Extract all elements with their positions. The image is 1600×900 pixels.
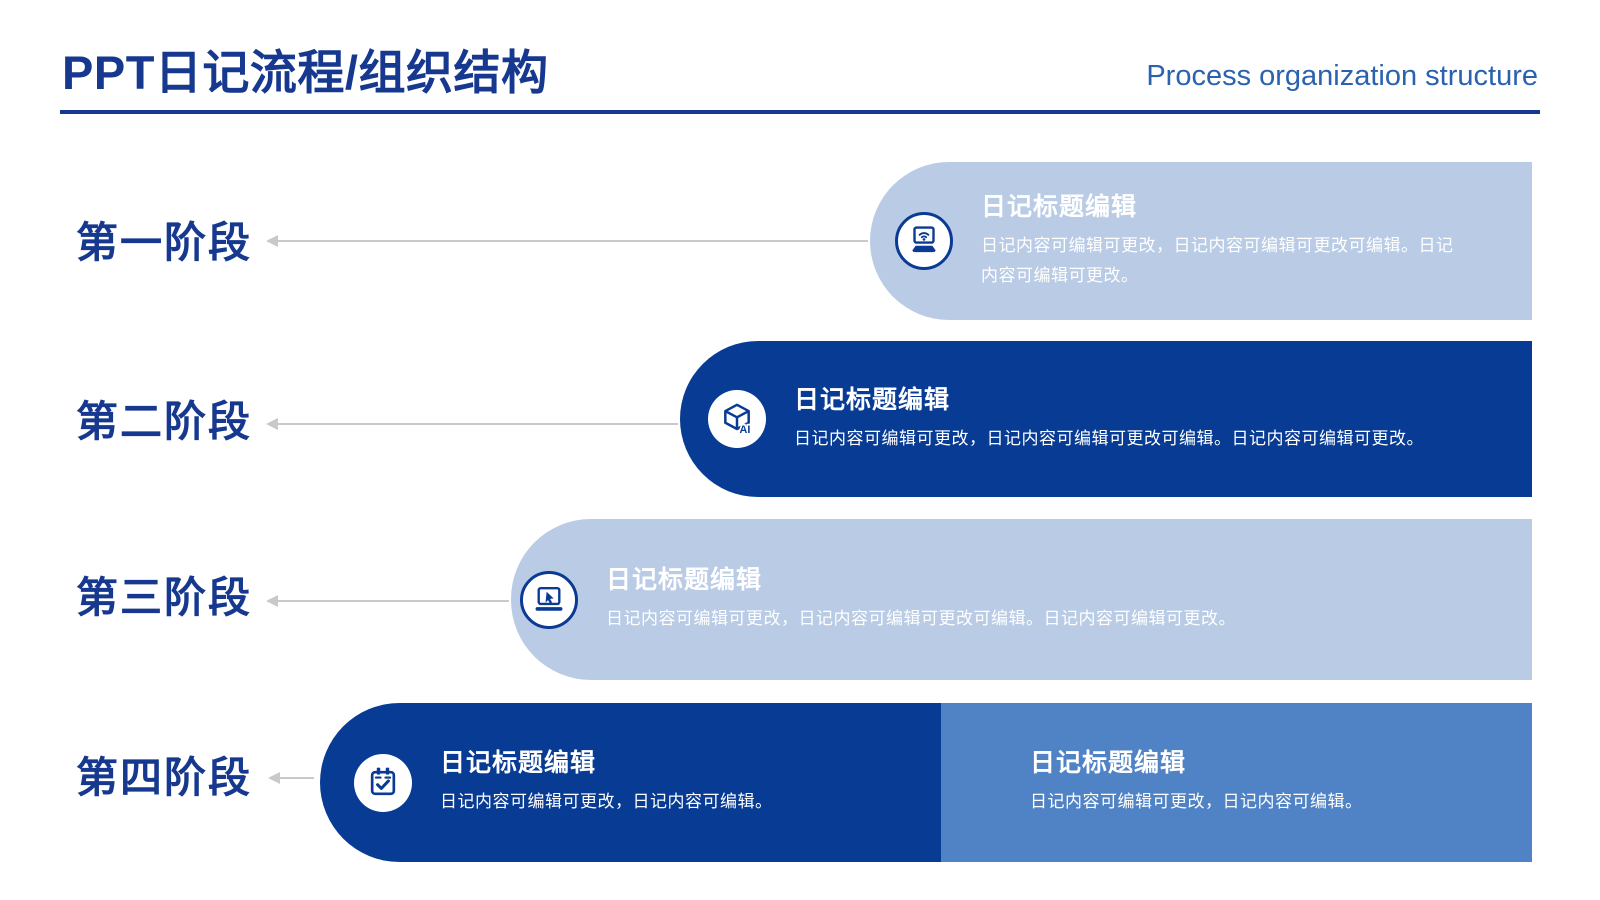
stage3-card-title: 日记标题编辑 xyxy=(606,566,763,595)
laptop-cursor-icon xyxy=(530,581,568,619)
stage3-card-text: 日记标题编辑 日记内容可编辑可更改，日记内容可编辑可更改可编辑。日记内容可编辑可… xyxy=(606,565,1236,633)
stage2-icon-circle: AI xyxy=(708,390,766,448)
stage1-card-body: 日记内容可编辑可更改，日记内容可编辑可更改可编辑。日记内容可编辑可更改。 xyxy=(981,236,1454,285)
stage1-card-text: 日记标题编辑 日记内容可编辑可更改，日记内容可编辑可更改可编辑。日记内容可编辑可… xyxy=(981,192,1459,289)
stage-label-1: 第一阶段 xyxy=(76,219,253,266)
stage4-card-left-text: 日记标题编辑 日记内容可编辑可更改，日记内容可编辑。 xyxy=(440,748,773,816)
stage4-icon-circle xyxy=(354,753,412,812)
stage1-card: 日记标题编辑 日记内容可编辑可更改，日记内容可编辑可更改可编辑。日记内容可编辑可… xyxy=(870,162,1532,320)
stage4-card-right: 日记标题编辑 日记内容可编辑可更改，日记内容可编辑。 xyxy=(941,703,1532,862)
stage3-card-body: 日记内容可编辑可更改，日记内容可编辑可更改可编辑。日记内容可编辑可更改。 xyxy=(606,609,1236,629)
stage1-card-title: 日记标题编辑 xyxy=(981,193,1138,222)
stage-label-2: 第二阶段 xyxy=(76,398,253,445)
stage4-card-right-text: 日记标题编辑 日记内容可编辑可更改，日记内容可编辑。 xyxy=(1030,748,1363,816)
page-subtitle: Process organization structure xyxy=(1146,60,1538,92)
stage1-icon-circle xyxy=(895,212,953,270)
stage2-card-text: 日记标题编辑 日记内容可编辑可更改，日记内容可编辑可更改可编辑。日记内容可编辑可… xyxy=(794,385,1424,453)
stage1-connector-arrow xyxy=(266,235,868,247)
title-divider xyxy=(60,110,1540,114)
stage4-card-left-body: 日记内容可编辑可更改，日记内容可编辑。 xyxy=(440,792,773,812)
stage-label-4: 第四阶段 xyxy=(76,754,253,801)
stage4-card-left-title: 日记标题编辑 xyxy=(440,749,597,778)
stage2-card-body: 日记内容可编辑可更改，日记内容可编辑可更改可编辑。日记内容可编辑可更改。 xyxy=(794,428,1424,448)
svg-text:AI: AI xyxy=(740,424,751,436)
stage3-card: 日记标题编辑 日记内容可编辑可更改，日记内容可编辑可更改可编辑。日记内容可编辑可… xyxy=(511,519,1532,680)
stage4-connector-arrow xyxy=(268,772,314,784)
calendar-check-icon xyxy=(363,763,403,803)
stage2-connector-arrow xyxy=(266,418,678,430)
stage3-icon-circle xyxy=(520,570,578,629)
stage2-card-title: 日记标题编辑 xyxy=(794,385,951,414)
laptop-wifi-icon xyxy=(905,222,943,260)
ai-cube-icon: AI xyxy=(717,399,757,439)
stage-label-3: 第三阶段 xyxy=(76,574,253,621)
stage4-card-right-title: 日记标题编辑 xyxy=(1030,749,1187,778)
stage3-connector-arrow xyxy=(266,595,509,607)
stage4-card-right-body: 日记内容可编辑可更改，日记内容可编辑。 xyxy=(1030,792,1363,812)
stage4-card-left: 日记标题编辑 日记内容可编辑可更改，日记内容可编辑。 xyxy=(320,703,941,862)
page-title: PPT日记流程/组织结构 xyxy=(62,46,549,99)
stage2-card: AI 日记标题编辑 日记内容可编辑可更改，日记内容可编辑可更改可编辑。日记内容可… xyxy=(680,341,1532,497)
